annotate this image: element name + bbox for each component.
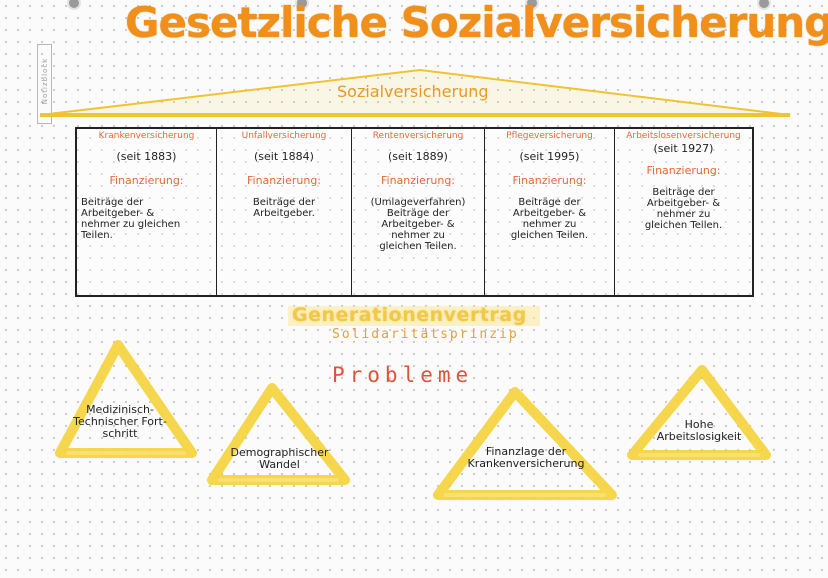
page-title: Gesetzliche Sozialversicherung — [125, 0, 828, 47]
financing-text: (Umlageverfahren) Beiträge der Arbeitgeb… — [370, 197, 466, 252]
binder-hole — [525, 0, 539, 10]
financing-label: Finanzierung: — [512, 174, 587, 187]
column-unfallversicherung: Unfallversicherung (seit 1884) Finanzier… — [217, 129, 352, 295]
financing-label: Finanzierung: — [246, 174, 322, 187]
financing-text: Beiträge der Arbeitgeber- & nehmer zu gl… — [510, 197, 589, 241]
financing-label: Finanzierung: — [109, 174, 184, 187]
column-header: Rentenversicherung — [372, 131, 464, 141]
problem-label-demographie: Demographischer Wandel — [230, 446, 329, 471]
column-since: (seit 1995) — [519, 150, 580, 163]
column-header: Pflegeversicherung — [506, 131, 593, 141]
column-krankenversicherung: Krankenversicherung (seit 1883) Finanzie… — [77, 129, 217, 295]
column-since: (seit 1883) — [116, 150, 177, 163]
column-header: Krankenversicherung — [98, 131, 195, 141]
problem-label-finanzlage: Finanzlage der Krankenversicherung — [467, 445, 585, 470]
binder-hole — [295, 0, 309, 10]
problems-heading: Probleme — [332, 363, 474, 387]
column-since: (seit 1889) — [388, 150, 448, 163]
financing-label: Finanzierung: — [646, 164, 721, 177]
problem-triangle — [433, 387, 617, 500]
column-since: (seit 1884) — [254, 150, 314, 163]
generationenvertrag-highlight — [288, 306, 540, 326]
solidaritaetsprinzip-label: Solidaritätsprinzip — [332, 327, 519, 342]
column-header: Unfallversicherung — [241, 131, 327, 141]
roof-label: Sozialversicherung — [337, 82, 489, 101]
problem-label-arbeitslosigkeit: Hohe Arbeitslosigkeit — [656, 418, 742, 443]
binder-hole — [757, 0, 771, 10]
column-rentenversicherung: Rentenversicherung (seit 1889) Finanzier… — [352, 129, 485, 295]
financing-text: Beiträge der Arbeitgeber. — [252, 197, 316, 219]
generationenvertrag-title: Generationenvertrag — [292, 304, 527, 326]
financing-label: Finanzierung: — [380, 174, 456, 187]
insurance-table: Krankenversicherung (seit 1883) Finanzie… — [75, 127, 754, 297]
problem-label-medizin: Medizinisch- Technischer Fort- schritt — [73, 403, 167, 440]
binder-hole — [67, 0, 81, 10]
financing-text: Beiträge der Arbeitgeber- & nehmer zu gl… — [81, 197, 181, 241]
notebook-brand-logo: Notizblock — [37, 44, 52, 124]
column-header: Arbeitslosenversicherung — [626, 131, 741, 141]
column-arbeitslosenversicherung: Arbeitslosenversicherung (seit 1927) Fin… — [615, 129, 752, 295]
column-pflegeversicherung: Pflegeversicherung (seit 1995) Finanzier… — [485, 129, 615, 295]
financing-text: Beiträge der Arbeitgeber- & nehmer zu gl… — [644, 187, 723, 231]
column-since: (seit 1927) — [653, 142, 714, 155]
